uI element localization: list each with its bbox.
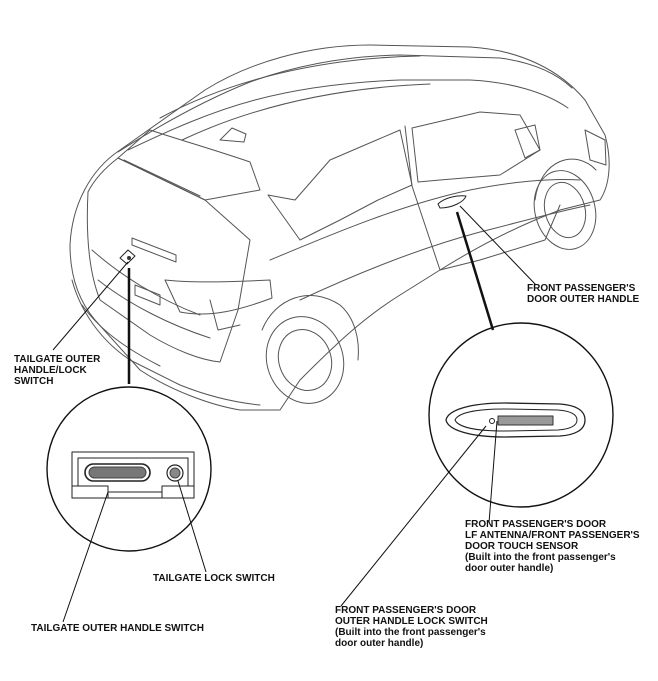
tailgate-switch-detail-circle <box>46 386 212 552</box>
label-line: TAILGATE OUTER <box>14 354 101 365</box>
label-line: SWITCH <box>14 376 54 387</box>
label-line: door outer handle) <box>465 563 554 574</box>
door-handle-on-vehicle <box>437 195 467 209</box>
outer-handle-lock-switch-label: FRONT PASSENGER'S DOOR OUTER HANDLE LOCK… <box>335 605 488 649</box>
front-passenger-door-outer-handle-label: FRONT PASSENGER'S DOOR OUTER HANDLE <box>527 283 639 305</box>
label-line: LF ANTENNA/FRONT PASSENGER'S <box>465 530 640 541</box>
tailgate-lock-switch-label: TAILGATE LOCK SWITCH <box>153 573 275 584</box>
label-line: DOOR OUTER HANDLE <box>527 294 640 305</box>
label-line: OUTER HANDLE LOCK SWITCH <box>335 616 488 627</box>
label-line: HANDLE/LOCK <box>14 365 87 376</box>
label-line: door outer handle) <box>335 638 424 649</box>
label-line: (Built into the front passenger's <box>465 552 616 563</box>
label-line: (Built into the front passenger's <box>335 627 486 638</box>
label-line: FRONT PASSENGER'S DOOR <box>335 605 477 616</box>
label-line: FRONT PASSENGER'S <box>527 283 636 294</box>
vehicle-illustration <box>69 44 610 411</box>
tailgate-outer-handle-switch-label: TAILGATE OUTER HANDLE SWITCH <box>31 623 204 634</box>
tailgate-handle-on-vehicle <box>119 249 136 265</box>
tailgate-outer-handle-lock-switch-label: TAILGATE OUTER HANDLE/LOCK SWITCH <box>14 354 100 387</box>
label-line: TAILGATE OUTER HANDLE SWITCH <box>31 623 204 634</box>
tailgate-switch-panel <box>71 451 195 499</box>
label-line: DOOR TOUCH SENSOR <box>465 541 579 552</box>
label-line: FRONT PASSENGER'S DOOR <box>465 519 607 530</box>
door-handle-panel <box>445 402 586 438</box>
lf-antenna-touch-sensor-label: FRONT PASSENGER'S DOOR LF ANTENNA/FRONT … <box>465 519 640 574</box>
door-handle-detail-circle <box>428 322 614 508</box>
label-line: TAILGATE LOCK SWITCH <box>153 573 275 584</box>
